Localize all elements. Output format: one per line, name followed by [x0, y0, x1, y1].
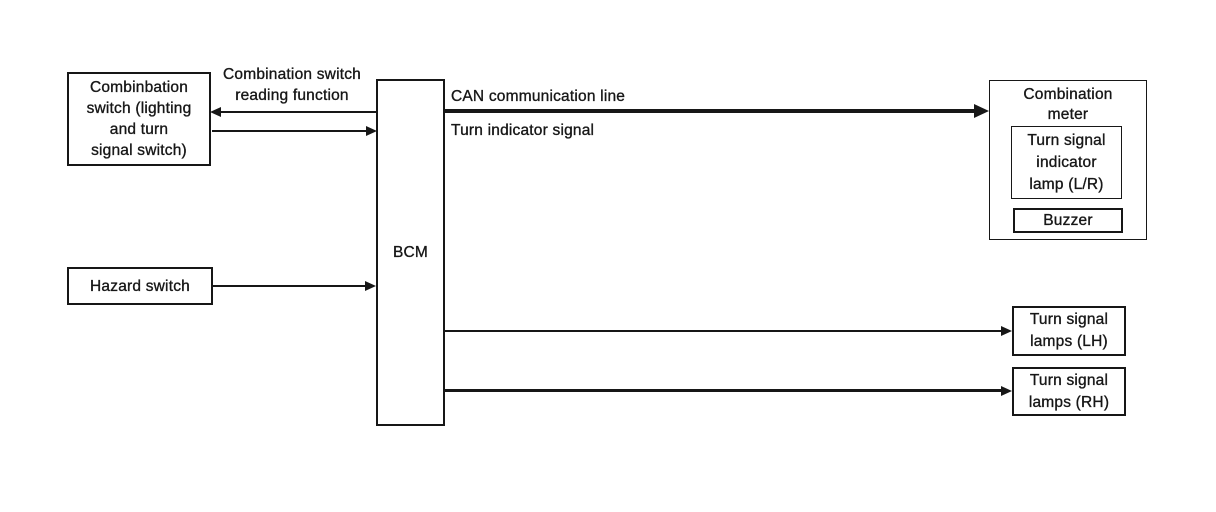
arrowhead-left-icon [210, 107, 221, 117]
arrowhead-right-icon [1001, 326, 1012, 336]
combination-switch-reading-function-label: Combination switch reading function [223, 66, 361, 104]
combination-switch-label: Combinbation switch (lighting and turn s… [86, 79, 192, 159]
combination-switch-node: Combinbation switch (lighting and turn s… [67, 72, 211, 166]
arrowhead-right-icon [365, 281, 376, 291]
bcm-to-lamps-rh-line [445, 389, 1003, 392]
arrowhead-right-icon [974, 104, 989, 118]
turn-signal-lamps-lh-node: Turn signal lamps (LH) [1012, 306, 1126, 356]
turn-signal-lamps-lh-label: Turn signal lamps (LH) [1029, 311, 1109, 350]
bcm-node: BCM [376, 79, 445, 426]
combination-meter-label: Combination meter [1023, 86, 1113, 123]
turn-signal-lamps-rh-label: Turn signal lamps (RH) [1028, 371, 1110, 411]
arrowhead-right-icon [366, 126, 377, 136]
buzzer-label: Buzzer [1043, 212, 1093, 229]
turn-signal-lamps-rh-node: Turn signal lamps (RH) [1012, 367, 1126, 416]
hazard-switch-label: Hazard switch [90, 277, 190, 295]
turn-indicator-signal-label: Turn indicator signal [451, 122, 595, 139]
bcm-to-lamps-lh-line [445, 330, 1003, 332]
bcm-label: BCM [392, 244, 429, 261]
can-communication-line-label: CAN communication line [451, 88, 626, 105]
arrowhead-right-icon [1001, 386, 1012, 396]
turn-signal-indicator-lamp-node: Turn signal indicator lamp (L/R) [1011, 126, 1122, 199]
bcm-to-combination-switch-line [218, 111, 377, 113]
turn-signal-indicator-lamp-label: Turn signal indicator lamp (L/R) [1027, 131, 1106, 193]
can-communication-line [445, 109, 980, 113]
combination-switch-to-bcm-line [212, 130, 368, 132]
hazard-switch-to-bcm-line [213, 285, 367, 287]
buzzer-node: Buzzer [1013, 208, 1123, 233]
hazard-switch-node: Hazard switch [67, 267, 213, 305]
